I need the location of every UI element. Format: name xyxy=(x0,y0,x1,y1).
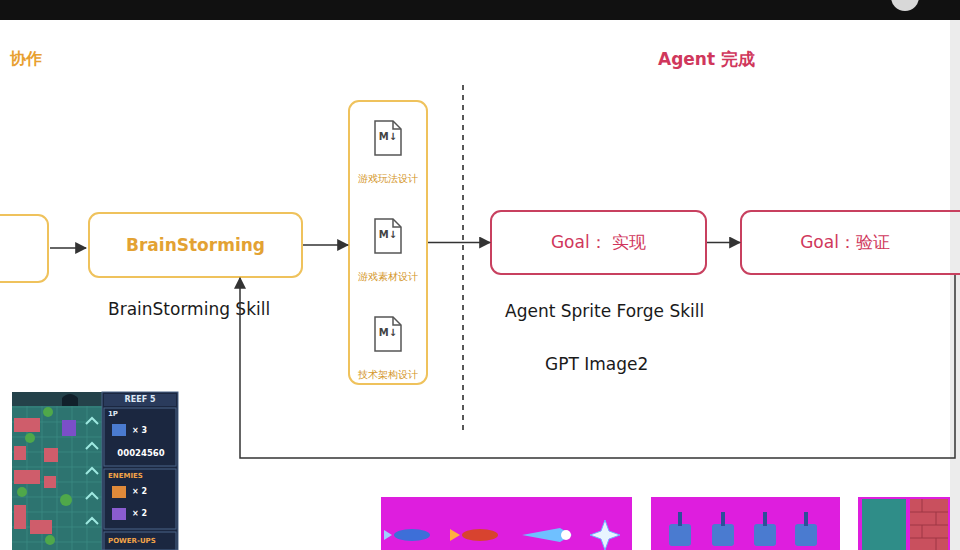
brick-tile xyxy=(14,470,40,484)
game-screenshot xyxy=(12,392,178,550)
window-edge xyxy=(950,20,960,550)
section-divider xyxy=(462,85,464,435)
box-title: Goal：验证 xyxy=(800,233,890,252)
video-bar xyxy=(0,0,960,20)
tank-sprite xyxy=(795,524,817,546)
flare-sprite xyxy=(522,528,572,542)
water-tile xyxy=(862,499,906,550)
process-box: BrainStorming xyxy=(88,212,303,278)
partial-box xyxy=(0,215,48,282)
markdown-icon-text: M↓ xyxy=(350,327,426,338)
video-control xyxy=(891,0,919,11)
game-player-text: 1P xyxy=(108,411,118,419)
brick-tile xyxy=(14,505,26,529)
sidebar-panel xyxy=(104,532,176,550)
game-score-text: 00024560 xyxy=(106,449,176,458)
game-sidebar xyxy=(102,392,178,550)
player-tank-icon xyxy=(112,424,126,436)
document-label: 技术架构设计 xyxy=(350,370,426,380)
sprite-sheet xyxy=(858,497,950,550)
enemy-tank xyxy=(62,420,76,436)
markdown-document: M↓ 游戏素材设计 xyxy=(350,214,426,298)
missile-sprite xyxy=(394,529,430,541)
sprite-sheets xyxy=(381,497,950,550)
tank-barrel xyxy=(763,512,767,526)
game-level-text: REEF 5 xyxy=(104,396,176,405)
spark-sprite xyxy=(590,520,620,550)
flow-arrow xyxy=(428,242,490,244)
brick-tile xyxy=(14,446,26,460)
game-count-text: × 2 xyxy=(132,510,147,519)
flow-arrow xyxy=(707,242,740,244)
goal-box: Goal： 实现 xyxy=(490,210,707,275)
flow-arrow xyxy=(303,244,348,246)
section-title: 协作 xyxy=(10,50,42,68)
brick-tile xyxy=(30,520,52,534)
tank-sprite xyxy=(669,524,691,546)
brick-tile xyxy=(14,418,40,432)
missile-flame xyxy=(384,530,392,540)
plant-tile xyxy=(45,535,55,545)
goal-box: Goal：验证 xyxy=(740,210,960,275)
partial-arrow xyxy=(50,247,86,249)
markdown-icon-text: M↓ xyxy=(350,229,426,240)
model-note: GPT Image2 xyxy=(545,355,648,374)
document-group: M↓ 游戏玩法设计 M↓ 游戏素材设计 M↓ 技术架构设计 xyxy=(348,100,428,385)
brick-lines xyxy=(910,499,948,550)
game-grid xyxy=(12,392,102,550)
document-fold xyxy=(393,121,401,129)
brick-tile xyxy=(44,476,56,488)
document-fold xyxy=(393,219,401,227)
plant-tile xyxy=(25,433,35,443)
game-count-text: × 3 xyxy=(132,427,147,436)
tank-sprite xyxy=(712,524,734,546)
sidebar-panel xyxy=(104,469,176,529)
brick-tile xyxy=(44,448,58,462)
sidebar-panel xyxy=(104,408,176,466)
tank-barrel xyxy=(678,512,682,526)
missile-sprite xyxy=(462,529,498,541)
tank-sprite xyxy=(754,524,776,546)
game-wall xyxy=(12,392,102,406)
game-heading-text: POWER-UPS xyxy=(108,538,156,546)
plant-tile xyxy=(17,487,27,497)
box-title: BrainStorming xyxy=(126,236,265,255)
game-gate xyxy=(62,394,78,406)
plant-tile xyxy=(43,407,53,417)
brick-tile xyxy=(910,499,948,550)
markdown-document: M↓ 游戏玩法设计 xyxy=(350,116,426,200)
enemy-tank-icon xyxy=(112,486,126,498)
tank-barrel xyxy=(804,512,808,526)
sprite-sheet xyxy=(651,497,840,550)
markdown-icon-text: M↓ xyxy=(350,131,426,142)
markdown-document: M↓ 技术架构设计 xyxy=(350,312,426,396)
game-count-text: × 2 xyxy=(132,488,147,497)
enemy-tank-icon xyxy=(112,508,126,520)
section-title: Agent 完成 xyxy=(658,50,755,69)
sidebar-header xyxy=(104,394,176,406)
skill-note: Agent Sprite Forge Skill xyxy=(505,302,704,321)
tank-barrel xyxy=(721,512,725,526)
document-fold xyxy=(393,317,401,325)
flare-core xyxy=(561,530,571,540)
plant-tile xyxy=(60,494,72,506)
box-title: Goal： 实现 xyxy=(551,233,646,252)
game-field xyxy=(12,392,102,550)
missile-flame xyxy=(450,529,460,541)
document-label: 游戏素材设计 xyxy=(350,272,426,282)
sprite-sheet xyxy=(381,497,632,550)
document-label: 游戏玩法设计 xyxy=(350,174,426,184)
water-arrows xyxy=(86,418,98,524)
game-heading-text: ENEMIES xyxy=(108,473,143,481)
skill-note: BrainStorming Skill xyxy=(108,300,270,319)
